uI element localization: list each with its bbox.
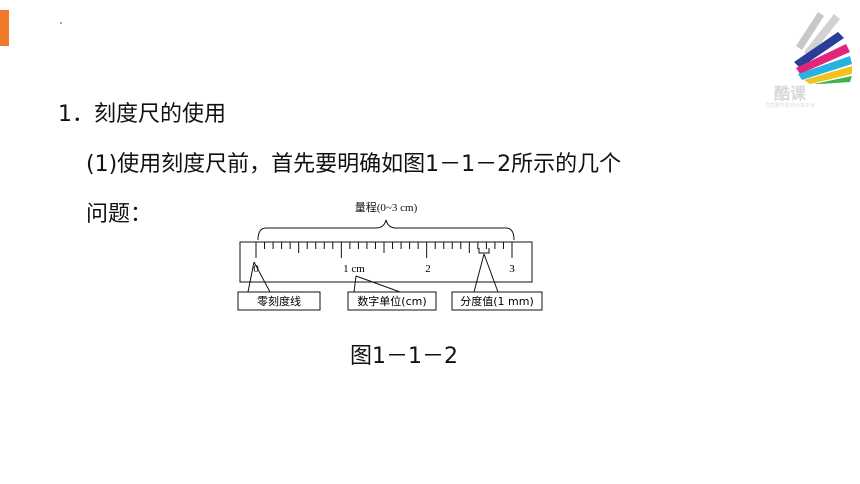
division-marker: [478, 248, 490, 254]
paragraph-line-1: (1)使用刻度尺前，首先要明确如图1－1－2所示的几个: [86, 152, 622, 177]
range-label: 量程(0~3 cm): [355, 201, 418, 214]
logo-text: 酷课: [773, 84, 806, 103]
callout-zero-box: [237, 291, 321, 311]
scale-label-0: 0: [253, 263, 259, 275]
top-dot: [60, 22, 62, 24]
callout-division-box: [451, 291, 543, 311]
callout-unit: 数字单位(cm): [357, 294, 426, 308]
paragraph-line-2: 问题：: [86, 202, 153, 227]
accent-bar: [0, 10, 9, 46]
pointer-division: [473, 253, 499, 293]
logo-icon: [794, 12, 852, 84]
logo-subtitle: 优质教学资源分享平台: [764, 103, 815, 109]
callout-division: 分度值(1 mm): [460, 294, 534, 308]
callout-zero: 零刻度线: [257, 294, 301, 308]
brand-logo: 酷课 优质教学资源分享平台: [760, 4, 856, 114]
scale-label-1: 1 cm: [343, 263, 365, 275]
pointer-unit: [353, 275, 401, 293]
ruler-body: [239, 241, 533, 283]
range-brace: [257, 219, 515, 241]
section-heading: 1．刻度尺的使用: [58, 102, 226, 127]
callout-unit-box: [347, 291, 437, 311]
pointer-zero: [247, 261, 271, 293]
scale-label-2: 2: [425, 263, 431, 275]
figure-caption: 图1－1－2: [350, 344, 458, 369]
scale-label-3: 3: [509, 263, 515, 275]
ruler-figure: 量程(0~3 cm) 0 1 cm 2 3 零刻度线 数字单位(cm) 分度值(…: [237, 201, 543, 311]
ruler-ticks: [255, 242, 513, 258]
